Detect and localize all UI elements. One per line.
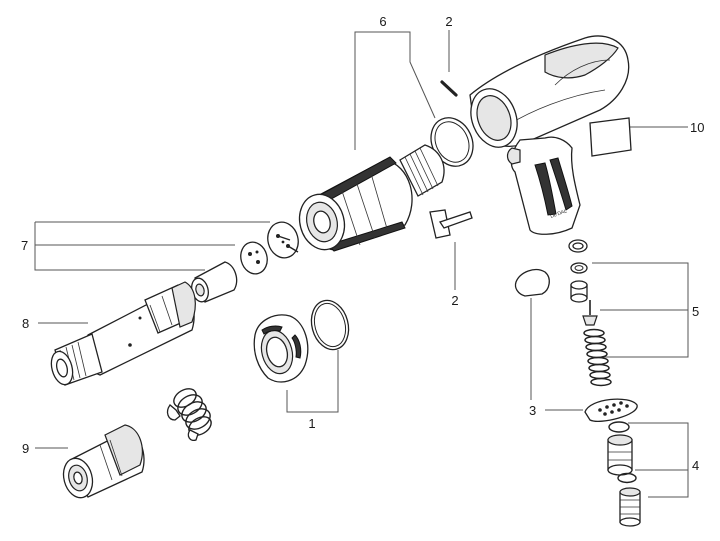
callout-4: 4 — [692, 458, 699, 473]
callout-1: 1 — [308, 416, 315, 431]
callout-2-top: 2 — [445, 14, 452, 29]
cylinder-assembly-part — [298, 117, 474, 252]
housing-lettering: DL DAL — [550, 208, 569, 220]
callout-6: 6 — [379, 14, 386, 29]
callout-8: 8 — [22, 316, 29, 331]
valve-assembly-part — [191, 221, 299, 303]
air-inlet-part — [607, 421, 641, 527]
trigger-pad-part — [514, 268, 550, 297]
pin-part — [440, 80, 458, 97]
callout-5: 5 — [692, 304, 699, 319]
valve-stack-part — [568, 239, 612, 387]
trigger-part — [429, 209, 473, 239]
label-plate-part — [589, 117, 632, 157]
callout-2-mid: 2 — [451, 293, 458, 308]
callout-3: 3 — [529, 403, 536, 418]
exhaust-plate-part — [584, 398, 638, 422]
callout-labels: 6 2 10 7 2 5 8 1 3 9 4 — [21, 14, 704, 473]
leader-lines — [34, 30, 689, 498]
callout-7: 7 — [21, 238, 28, 253]
callout-10: 10 — [690, 120, 704, 135]
nose-cap-part — [253, 299, 350, 383]
spring-retainer-part — [166, 388, 212, 442]
callout-9: 9 — [22, 441, 29, 456]
quick-change-chuck-part — [62, 424, 145, 499]
tool-housing-part: DL DAL — [469, 35, 630, 235]
barrel-part — [50, 281, 196, 386]
